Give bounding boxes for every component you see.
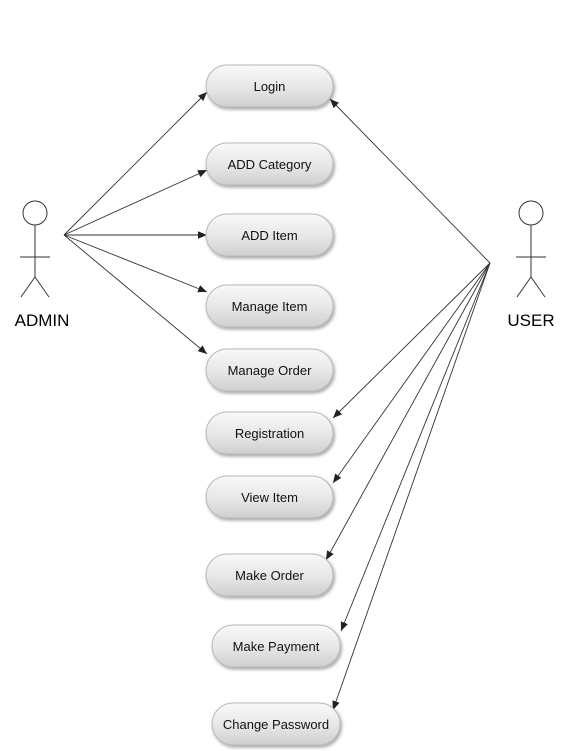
use-case-registration[interactable]: Registration (205, 411, 334, 455)
use-case-manage-item-shape (205, 284, 334, 328)
use-case-make-order-label: Make Order (235, 568, 304, 583)
use-case-manage-order-label: Manage Order (228, 363, 312, 378)
use-case-change-password-shape (211, 702, 341, 746)
use-case-manage-item[interactable]: Manage Item (205, 284, 334, 328)
use-case-make-payment-shape (211, 624, 341, 668)
association-arrow-user-make-payment (340, 262, 491, 632)
actor-label-user: USER (507, 311, 554, 330)
association-arrow-user-change-password (332, 262, 491, 711)
association-arrow-admin-login (63, 91, 208, 236)
use-case-view-item-label: View Item (241, 490, 298, 505)
use-case-add-item-label: ADD Item (241, 228, 297, 243)
use-case-login[interactable]: Login (205, 64, 334, 108)
user-stick-figure-icon (516, 200, 546, 298)
use-case-login-label: Login (254, 79, 286, 94)
association-arrow-user-view-item (332, 262, 491, 484)
use-case-manage-order-shape (205, 348, 334, 392)
association-arrow-admin-manage-item (63, 234, 208, 293)
actor-label-admin: ADMIN (15, 311, 70, 330)
use-case-registration-label: Registration (235, 426, 304, 441)
actor-admin[interactable]: ADMIN (15, 200, 70, 330)
admin-stick-figure-icon (20, 200, 50, 298)
use-case-manage-item-label: Manage Item (232, 299, 308, 314)
association-arrow-admin-add-category (63, 169, 208, 236)
associations (63, 91, 491, 711)
use-case-view-item[interactable]: View Item (205, 475, 334, 519)
use-case-add-category-shape (205, 142, 334, 186)
association-arrow-user-make-order (325, 262, 491, 561)
association-arrow-user-registration (332, 262, 491, 419)
use-case-change-password[interactable]: Change Password (211, 702, 341, 746)
use-case-view-item-shape (205, 475, 334, 519)
use-case-manage-order[interactable]: Manage Order (205, 348, 334, 392)
use-case-login-shape (205, 64, 334, 108)
use-case-make-order[interactable]: Make Order (205, 553, 334, 597)
use-case-add-item[interactable]: ADD Item (205, 213, 334, 257)
use-case-change-password-label: Change Password (223, 717, 329, 732)
use-case-make-order-shape (205, 553, 334, 597)
use-case-make-payment[interactable]: Make Payment (211, 624, 341, 668)
use-case-add-category-label: ADD Category (228, 157, 312, 172)
actor-user[interactable]: USER (507, 200, 555, 330)
use-case-registration-shape (205, 411, 334, 455)
use-case-make-payment-label: Make Payment (233, 639, 320, 654)
association-arrow-admin-manage-order (63, 234, 208, 355)
association-arrow-user-login (329, 98, 491, 264)
use-case-add-item-shape (205, 213, 334, 257)
use-case-add-category[interactable]: ADD Category (205, 142, 334, 186)
